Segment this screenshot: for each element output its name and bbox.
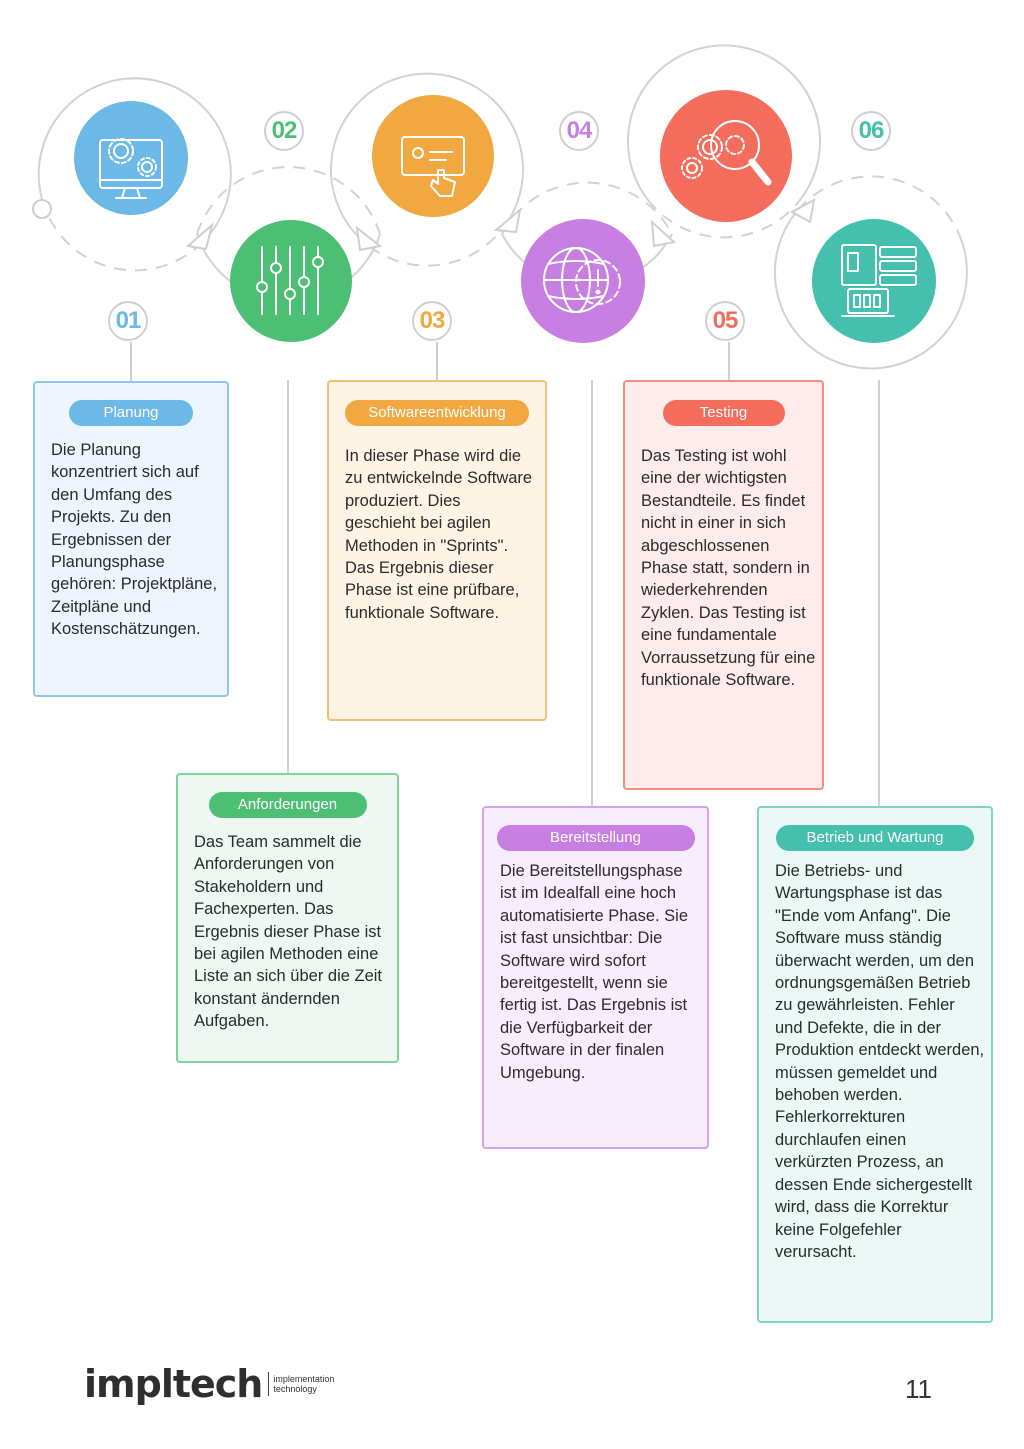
company-logo: impltech implementation technology xyxy=(84,1362,334,1406)
card-testing: Testing Das Testing ist wohl eine der wi… xyxy=(623,380,824,790)
card-text: Die Betriebs- und Wartungsphase ist das … xyxy=(775,862,985,1261)
testing-circle xyxy=(660,90,792,222)
step-number-02: 02 xyxy=(264,111,304,151)
logo-tagline: implementation technology xyxy=(273,1374,334,1394)
card-text: In dieser Phase wird die zu entwickelnde… xyxy=(345,447,533,622)
globe-gear-icon xyxy=(543,247,621,313)
step-number-03: 03 xyxy=(412,301,452,341)
logo-wordmark: impltech xyxy=(84,1362,263,1406)
card-bereitstellung: Bereitstellung Die Bereitstellungsphase … xyxy=(482,806,709,1149)
step-number-06: 06 xyxy=(851,111,891,151)
logo-tagline-line2: technology xyxy=(273,1384,317,1394)
card-text: Die Bereitstellungsphase ist im Idealfal… xyxy=(500,862,689,1082)
server-dashboard-icon xyxy=(841,244,917,317)
sliders-icon xyxy=(256,246,324,315)
card-title: Softwareentwicklung xyxy=(345,400,529,426)
touchscreen-icon xyxy=(401,136,465,197)
step-number-01: 01 xyxy=(108,301,148,341)
flow-arrows xyxy=(185,198,816,252)
start-marker xyxy=(32,199,52,219)
card-text: Die Planung konzentriert sich auf den Um… xyxy=(51,441,218,639)
card-anforderungen: Anforderungen Das Team sammelt die Anfor… xyxy=(176,773,399,1063)
card-text: Das Team sammelt die Anforderungen von S… xyxy=(194,833,383,1031)
card-title: Bereitstellung xyxy=(496,825,695,851)
card-planung: Planung Die Planung konzentriert sich au… xyxy=(33,381,229,697)
page-number: 11 xyxy=(905,1374,932,1404)
card-title: Planung xyxy=(69,400,193,426)
monitor-gears-icon xyxy=(99,138,163,199)
logo-tagline-line1: implementation xyxy=(273,1374,335,1384)
card-text: Das Testing ist wohl eine der wichtigste… xyxy=(641,447,816,690)
step-number-04: 04 xyxy=(559,111,599,151)
card-title: Anforderungen xyxy=(208,792,367,818)
step-number-05: 05 xyxy=(705,301,745,341)
card-title: Betrieb und Wartung xyxy=(776,825,974,851)
logo-separator xyxy=(268,1372,270,1396)
magnifier-gears-icon xyxy=(681,120,772,186)
betrieb-circle xyxy=(812,219,936,343)
connector-lines xyxy=(130,342,880,808)
card-betrieb-und-wartung: Betrieb und Wartung Die Betriebs- und Wa… xyxy=(757,806,993,1323)
softwareentwicklung-circle xyxy=(372,95,494,217)
card-title: Testing xyxy=(662,400,785,426)
card-softwareentwicklung: Softwareentwicklung In dieser Phase wird… xyxy=(327,380,547,721)
